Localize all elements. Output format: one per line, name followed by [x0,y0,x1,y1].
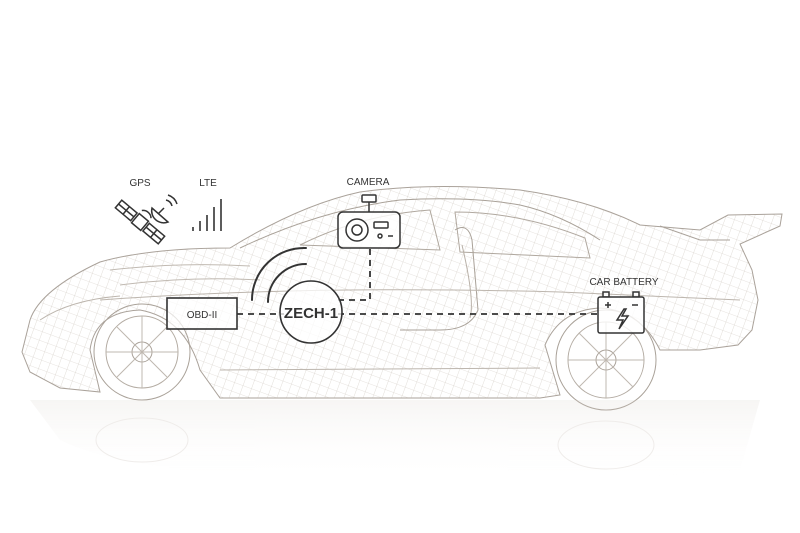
zech1-device: ZECH-1 [279,280,343,344]
car-reflection [30,400,760,484]
signal-arc [251,246,307,303]
obd-port: OBD-II [166,297,238,330]
signal-bars-icon [192,199,222,231]
camera-icon [337,194,401,249]
satellite-dish-icon [150,194,178,224]
obd-label: OBD-II [187,310,218,321]
gps-label: GPS [129,178,150,189]
obd-box [166,297,238,330]
camera-label: CAMERA [347,177,390,188]
zech1-ring [279,280,343,344]
connection-lines [237,249,598,315]
car-wireframe [21,185,783,411]
car-battery: CAR BATTERY [589,277,659,334]
lte: LTE [192,178,222,231]
camera: CAMERA [337,177,401,249]
lte-label: LTE [199,178,217,189]
car-battery-label: CAR BATTERY [589,277,658,288]
gps: GPS [114,178,178,245]
satellite-icon [114,199,166,245]
zech1-label: ZECH-1 [284,305,338,322]
car-battery-icon [597,291,645,334]
